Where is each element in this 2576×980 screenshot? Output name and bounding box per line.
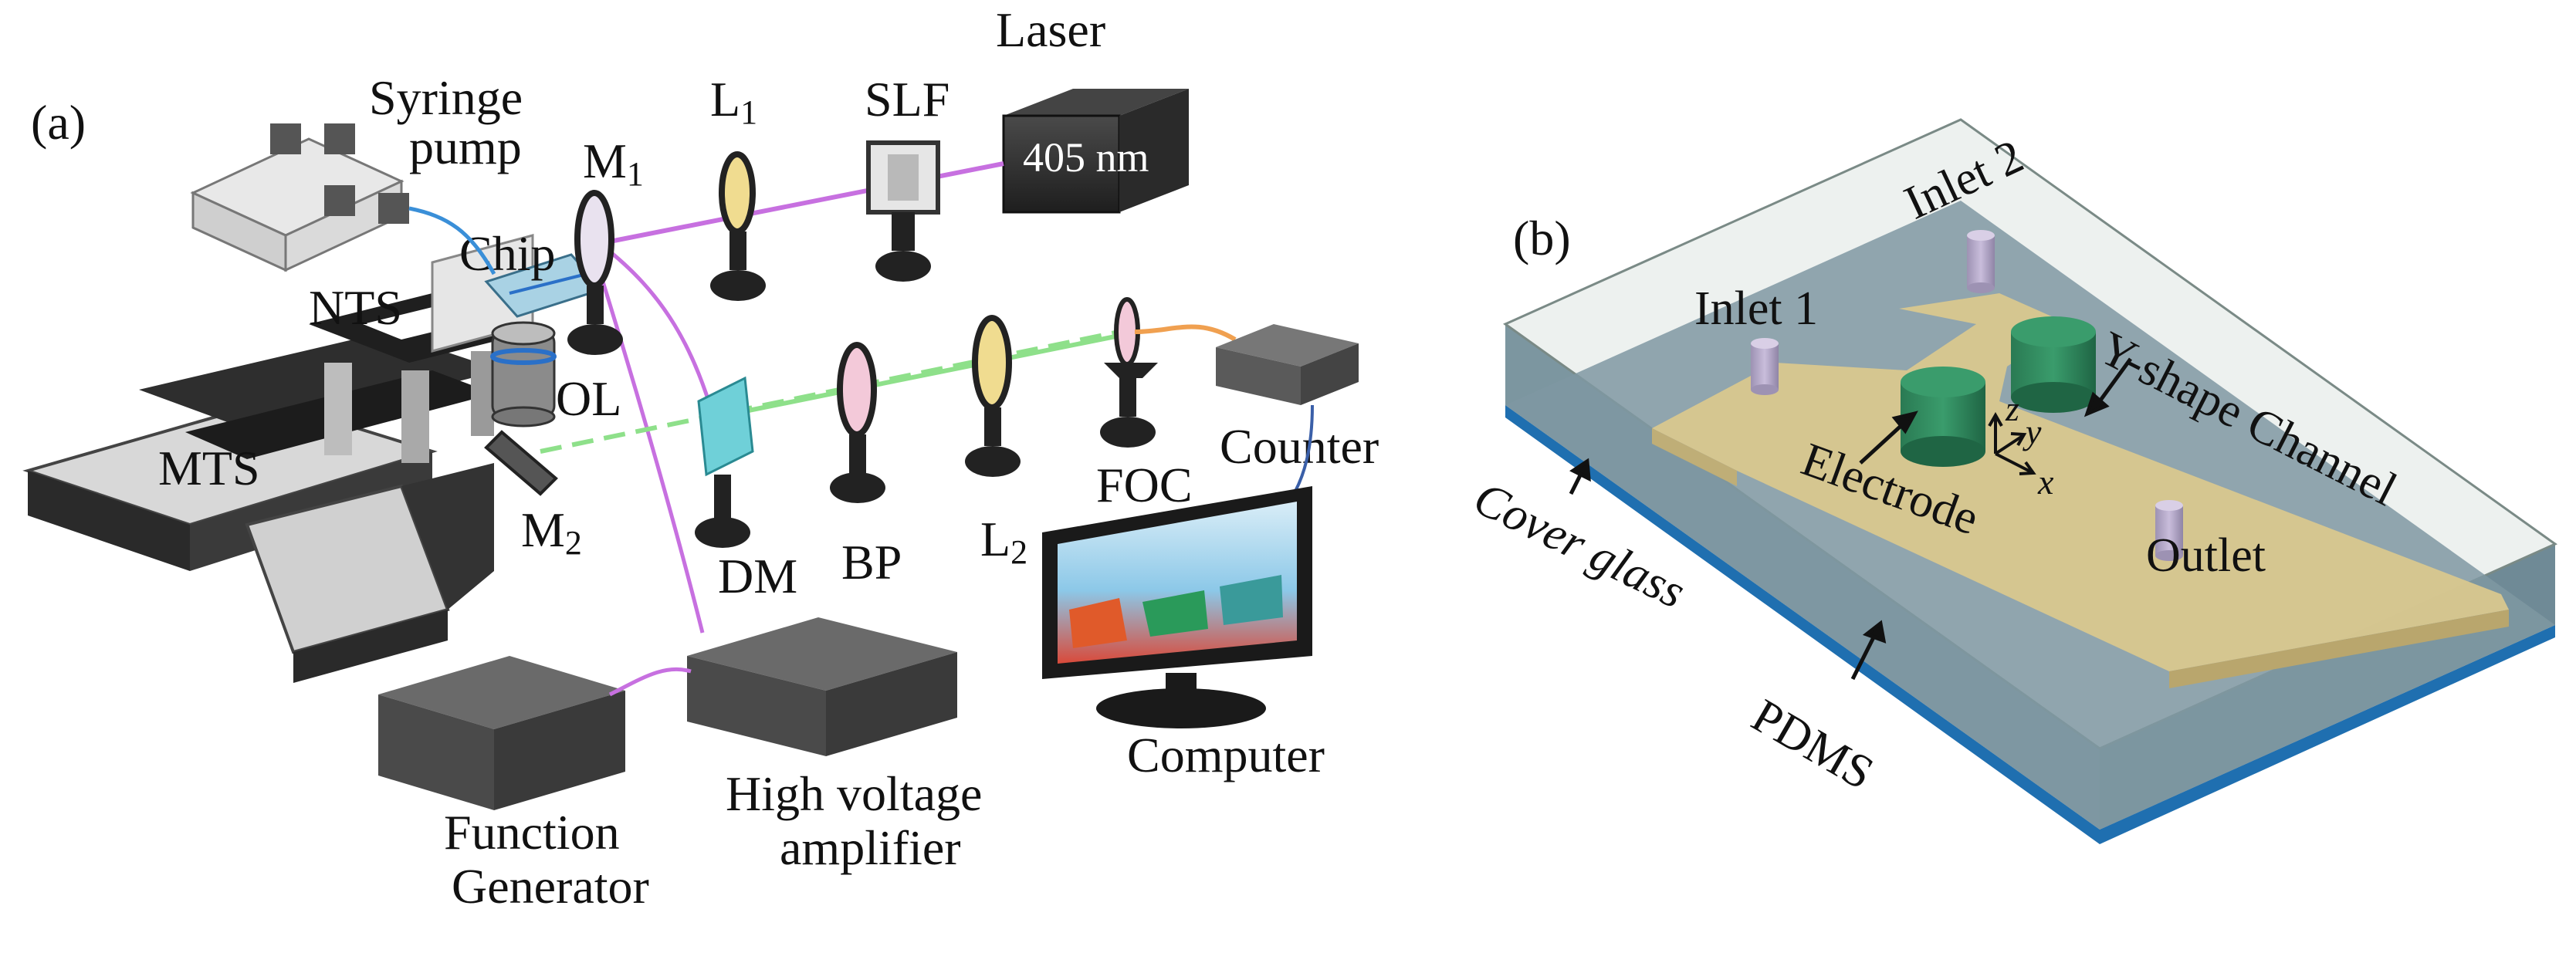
syringe-tubing xyxy=(408,206,496,275)
lens-l2 xyxy=(965,315,1021,477)
syringe-pump xyxy=(190,123,409,272)
optical-fiber xyxy=(1134,324,1237,342)
panel-b-tag: (b) xyxy=(1513,211,1571,265)
fiber-optic-coupler xyxy=(1100,297,1158,448)
dichroic-mirror xyxy=(695,376,754,548)
outlet xyxy=(2155,500,2183,561)
computer xyxy=(1042,486,1312,728)
hv-amplifier xyxy=(687,617,957,756)
syringe-label-line2: pump xyxy=(409,120,522,174)
slf-label: SLF xyxy=(865,72,949,127)
computer-label: Computer xyxy=(1127,728,1325,782)
inlet-2 xyxy=(1967,230,1995,293)
signal-beam-dashed xyxy=(540,329,1120,454)
bp-label: BP xyxy=(841,535,902,590)
laser-box-text: 405 nm xyxy=(1023,134,1149,181)
nts-stage xyxy=(309,234,534,463)
foc-label: FOC xyxy=(1096,458,1193,512)
axis-z-label: z xyxy=(2005,389,2019,428)
m2-label: M2 xyxy=(521,502,582,562)
m1-label: M1 xyxy=(583,133,644,193)
axis-x-label: x xyxy=(2037,462,2054,502)
label-arrows xyxy=(1569,357,2133,681)
inlet1-label: Inlet 1 xyxy=(1694,282,1818,335)
axes xyxy=(1988,411,2036,475)
hv-label-line2: amplifier xyxy=(780,820,961,875)
outlet-label: Outlet xyxy=(2146,529,2266,582)
y-shape-channel xyxy=(1652,293,2509,688)
mirror-m1 xyxy=(567,190,623,355)
syringe-label-line1: Syringe xyxy=(369,70,523,125)
lens-l1 xyxy=(710,151,766,301)
counter xyxy=(1216,324,1359,405)
laser-label: Laser xyxy=(996,2,1105,57)
slf xyxy=(866,140,940,282)
counter-label: Counter xyxy=(1220,419,1379,474)
l1-label-base: L1 xyxy=(710,72,757,131)
panel-b: (b) xyxy=(1466,118,2557,844)
hv-label-line1: High voltage xyxy=(726,766,982,821)
dm-label: DM xyxy=(718,549,797,603)
panel-a: (a) MTS NTS OL xyxy=(22,2,1379,914)
nts-label: NTS xyxy=(309,280,402,335)
hv-cable xyxy=(592,254,705,634)
chip-label: Chip xyxy=(459,226,555,281)
signal-beam xyxy=(717,333,1120,419)
fg-label-line2: Generator xyxy=(452,859,649,914)
ol-label: OL xyxy=(556,371,621,426)
axis-y-label: y xyxy=(2023,412,2042,451)
fg-label-line1: Function xyxy=(444,805,620,860)
electrode-2 xyxy=(2011,316,2096,413)
bandpass-filter xyxy=(830,342,885,503)
mirror-m2 xyxy=(484,430,558,496)
function-generator xyxy=(378,656,625,810)
inlet-1 xyxy=(1751,338,1779,395)
laser xyxy=(1002,89,1189,214)
fg-cable xyxy=(608,667,692,697)
mts-stage xyxy=(22,332,502,683)
panel-a-tag: (a) xyxy=(31,95,86,150)
l2-label: L2 xyxy=(980,512,1027,571)
mts-label: MTS xyxy=(158,441,260,495)
objective-lens xyxy=(490,321,557,427)
pdms-label: PDMS xyxy=(1743,689,1882,799)
laser-beam xyxy=(601,161,1004,245)
